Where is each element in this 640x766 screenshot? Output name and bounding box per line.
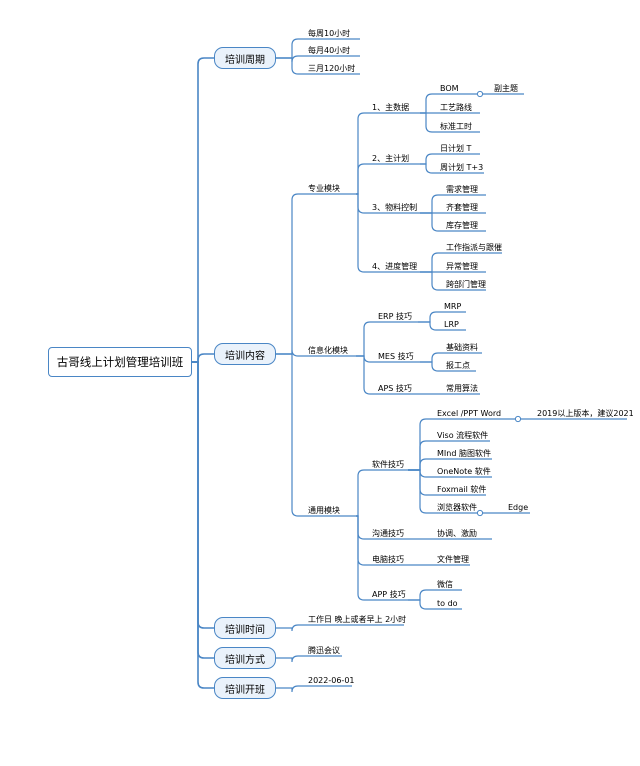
cycle-connector-1: [276, 55, 360, 63]
branch-training-time[interactable]: 培训时间: [214, 617, 276, 639]
item-onenote[interactable]: OneNote 软件: [437, 467, 491, 476]
topic-master-plan[interactable]: 2、主计划: [372, 154, 410, 163]
software-connector-2: [408, 458, 492, 471]
app-connector-1: [408, 599, 462, 610]
professional-connector-3: [356, 193, 420, 273]
software-connector-1: [408, 440, 490, 471]
cycle-connector-2: [276, 57, 360, 75]
branch-training-method[interactable]: 培训方式: [214, 647, 276, 669]
branch-training-content[interactable]: 培训内容: [214, 343, 276, 365]
mes-connector-0: [420, 352, 482, 363]
item-report-point[interactable]: 报工点: [446, 361, 470, 370]
excel-collapse-dot: [514, 415, 522, 423]
topic-software[interactable]: 软件技巧: [372, 460, 404, 469]
info-connector-2: [356, 355, 416, 395]
module-general[interactable]: 通用模块: [308, 506, 340, 515]
root-connector-1: [192, 353, 214, 363]
topic-mes[interactable]: MES 技巧: [378, 352, 414, 361]
module-professional[interactable]: 专业模块: [308, 184, 340, 193]
item-basic-data[interactable]: 基础资料: [446, 343, 478, 352]
item-cross-dept-mgmt[interactable]: 跨部门管理: [446, 280, 486, 289]
erp-connector-1: [418, 321, 466, 331]
note-edge[interactable]: Edge: [508, 503, 529, 512]
topic-erp[interactable]: ERP 技巧: [378, 312, 412, 321]
progress-connector-2: [420, 271, 486, 291]
erp-connector-0: [418, 311, 466, 323]
item-visio[interactable]: Viso 流程软件: [437, 431, 489, 440]
item-kitting-mgmt[interactable]: 齐套管理: [446, 203, 478, 212]
root-connector-0: [192, 57, 214, 363]
item-daily-plan[interactable]: 日计划 T: [440, 144, 472, 153]
note-office-version[interactable]: 2019以上版本，建议2021: [537, 409, 634, 418]
general-connector-3: [356, 515, 408, 601]
item-standard-hours[interactable]: 标准工时: [440, 122, 472, 131]
item-exception-mgmt[interactable]: 异常管理: [446, 262, 478, 271]
master-plan-connector-1: [420, 163, 484, 174]
cycle-quarterly[interactable]: 三月120小时: [308, 64, 356, 73]
branch-training-start[interactable]: 培训开班: [214, 677, 276, 699]
progress-connector-0: [420, 252, 502, 273]
mes-connector-1: [420, 361, 476, 372]
root-connector-4: [192, 361, 214, 689]
topic-aps[interactable]: APS 技巧: [378, 384, 412, 393]
item-task-dispatch[interactable]: 工作指派与跟催: [446, 243, 502, 252]
info-connector-0: [356, 321, 418, 357]
time-connector-0: [276, 624, 404, 632]
item-inventory-mgmt[interactable]: 库存管理: [446, 221, 478, 230]
master-plan-connector-0: [420, 153, 480, 165]
master-data-connector-0: [420, 93, 480, 114]
item-weekly-plan[interactable]: 周计划 T+3: [440, 163, 484, 172]
general-connector-0: [356, 469, 408, 517]
item-bom-subtopic[interactable]: 副主题: [494, 84, 518, 93]
detail-training-start[interactable]: 2022-06-01: [308, 676, 355, 685]
cycle-connector-0: [276, 38, 360, 59]
software-connector-0: [408, 418, 518, 471]
item-excel-ppt-word[interactable]: Excel /PPT Word: [437, 409, 502, 418]
detail-training-time[interactable]: 工作日 晚上或者早上 2小时: [308, 615, 407, 624]
item-mrp[interactable]: MRP: [444, 302, 462, 311]
module-informatization[interactable]: 信息化模块: [308, 346, 348, 355]
item-bom[interactable]: BOM: [440, 84, 459, 93]
item-lrp[interactable]: LRP: [444, 320, 459, 329]
root-connector-3: [192, 361, 214, 659]
root-connector-2: [192, 361, 214, 629]
item-routing[interactable]: 工艺路线: [440, 103, 472, 112]
material-connector-2: [420, 212, 486, 232]
bom-collapse-dot: [476, 90, 484, 98]
topic-master-data[interactable]: 1、主数据: [372, 103, 410, 112]
item-mind[interactable]: MInd 脑图软件: [437, 449, 491, 458]
app-connector-0: [408, 589, 462, 601]
content-connector-0: [276, 193, 356, 355]
topic-communication[interactable]: 沟通技巧: [372, 529, 404, 538]
item-todo[interactable]: to do: [437, 599, 458, 608]
start-connector-0: [276, 685, 352, 693]
branch-training-cycle[interactable]: 培训周期: [214, 47, 276, 69]
content-connector-1: [276, 349, 356, 357]
method-connector-0: [276, 655, 342, 663]
item-foxmail[interactable]: Foxmail 软件: [437, 485, 487, 494]
cycle-weekly[interactable]: 每周10小时: [308, 29, 351, 38]
item-wechat[interactable]: 微信: [437, 580, 453, 589]
professional-connector-0: [356, 112, 420, 195]
root-topic[interactable]: 古哥线上计划管理培训班: [48, 347, 192, 377]
topic-progress-mgmt[interactable]: 4、进度管理: [372, 262, 418, 271]
professional-connector-1: [356, 163, 420, 195]
browser-collapse-dot: [476, 509, 484, 517]
topic-material-control[interactable]: 3、物料控制: [372, 203, 418, 212]
item-demand-mgmt[interactable]: 需求管理: [446, 185, 478, 194]
item-common-algorithms[interactable]: 常用算法: [446, 384, 478, 393]
software-connector-5: [408, 469, 480, 514]
cycle-monthly[interactable]: 每月40小时: [308, 46, 351, 55]
master-data-connector-2: [420, 112, 480, 133]
item-browser[interactable]: 浏览器软件: [437, 503, 477, 512]
material-connector-0: [420, 194, 486, 214]
topic-computer[interactable]: 电脑技巧: [372, 555, 404, 564]
topic-app[interactable]: APP 技巧: [372, 590, 406, 599]
item-coordinate-motivate[interactable]: 协调、激励: [437, 529, 477, 538]
content-connector-2: [276, 353, 356, 517]
detail-training-method[interactable]: 腾迅会议: [308, 646, 340, 655]
item-file-mgmt[interactable]: 文件管理: [437, 555, 469, 564]
